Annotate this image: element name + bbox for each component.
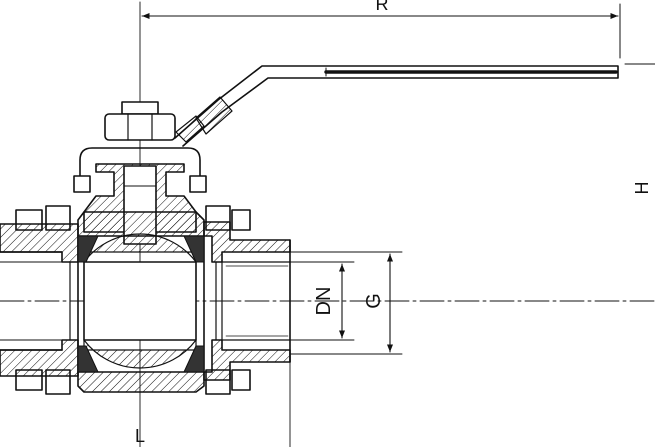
- label-dn: DN: [313, 287, 335, 316]
- stop-plate: [73, 147, 207, 193]
- lever-handle: [174, 65, 619, 147]
- ball-seats: [77, 235, 205, 373]
- left-end-cap: [0, 205, 79, 395]
- label-g: G: [363, 293, 385, 309]
- stem-nut: [104, 101, 176, 141]
- center-body: [77, 211, 205, 393]
- right-end-cap: [203, 205, 291, 395]
- dimension-dn: [289, 261, 355, 341]
- valve-ball: [83, 233, 197, 369]
- label-l: L: [135, 426, 145, 446]
- label-r: R: [376, 0, 389, 14]
- label-h: H: [632, 182, 652, 195]
- dimension-g: [289, 251, 403, 355]
